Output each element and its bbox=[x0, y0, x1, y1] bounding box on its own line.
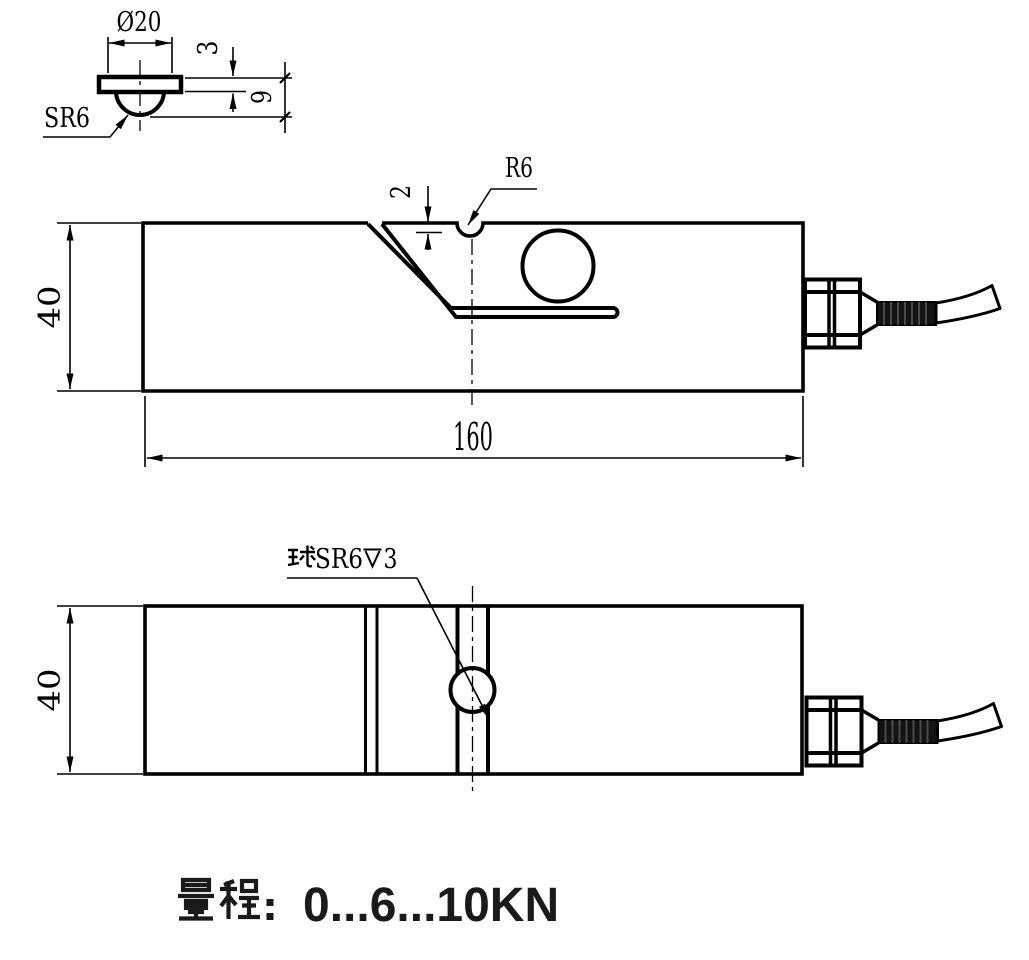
range-value: 0...6...10KN bbox=[303, 879, 559, 932]
leader-arrow bbox=[109, 114, 129, 138]
dim-label-length: 160 bbox=[453, 415, 493, 459]
cn-char-liang bbox=[178, 877, 214, 921]
cn-char-cheng bbox=[219, 878, 260, 920]
dim-extension-lines bbox=[57, 605, 143, 775]
socket-depth-value: 3 bbox=[384, 544, 398, 575]
slot-edge-lines bbox=[364, 606, 379, 774]
ball-socket-annotation: SR6 3 bbox=[287, 544, 490, 720]
cn-char-qiu bbox=[287, 545, 316, 568]
dim-extension-lines bbox=[185, 77, 292, 93]
dim-label-sphere-radius: SR6 bbox=[44, 103, 90, 134]
dim-extension-lines bbox=[144, 396, 804, 467]
dim-label-diameter: Ø20 bbox=[117, 7, 162, 38]
side-view: 2 R6 40 160 bbox=[33, 153, 1002, 467]
dim-extension-lines bbox=[57, 222, 141, 392]
leader-arrow bbox=[416, 577, 490, 720]
dim-label-height: 40 bbox=[33, 669, 68, 712]
fullwidth-colon bbox=[266, 899, 274, 920]
socket-text: SR6 bbox=[315, 544, 363, 575]
cable-gland-side-view bbox=[803, 277, 1002, 350]
shear-slot bbox=[366, 222, 620, 319]
dim-label-height: 40 bbox=[33, 286, 68, 329]
dim-extension-lines bbox=[107, 37, 173, 73]
dim-tick bbox=[279, 72, 291, 84]
leader-arrow bbox=[467, 188, 537, 226]
cable-gland-top-view bbox=[804, 695, 1004, 768]
dim-label-recess-depth: 2 bbox=[386, 185, 417, 199]
detail-view: Ø20 3 9 SR6 bbox=[43, 7, 292, 138]
depth-symbol-icon bbox=[363, 548, 382, 569]
dim-tick bbox=[279, 111, 291, 123]
range-caption: 0...6...10KN bbox=[178, 877, 559, 932]
top-view: 40 SR6 3 bbox=[33, 544, 1004, 796]
dim-label-thickness: 3 bbox=[193, 41, 224, 56]
mounting-hole bbox=[520, 228, 596, 304]
dim-label-recess-radius: R6 bbox=[505, 153, 533, 184]
dim-label-height: 9 bbox=[247, 90, 278, 104]
